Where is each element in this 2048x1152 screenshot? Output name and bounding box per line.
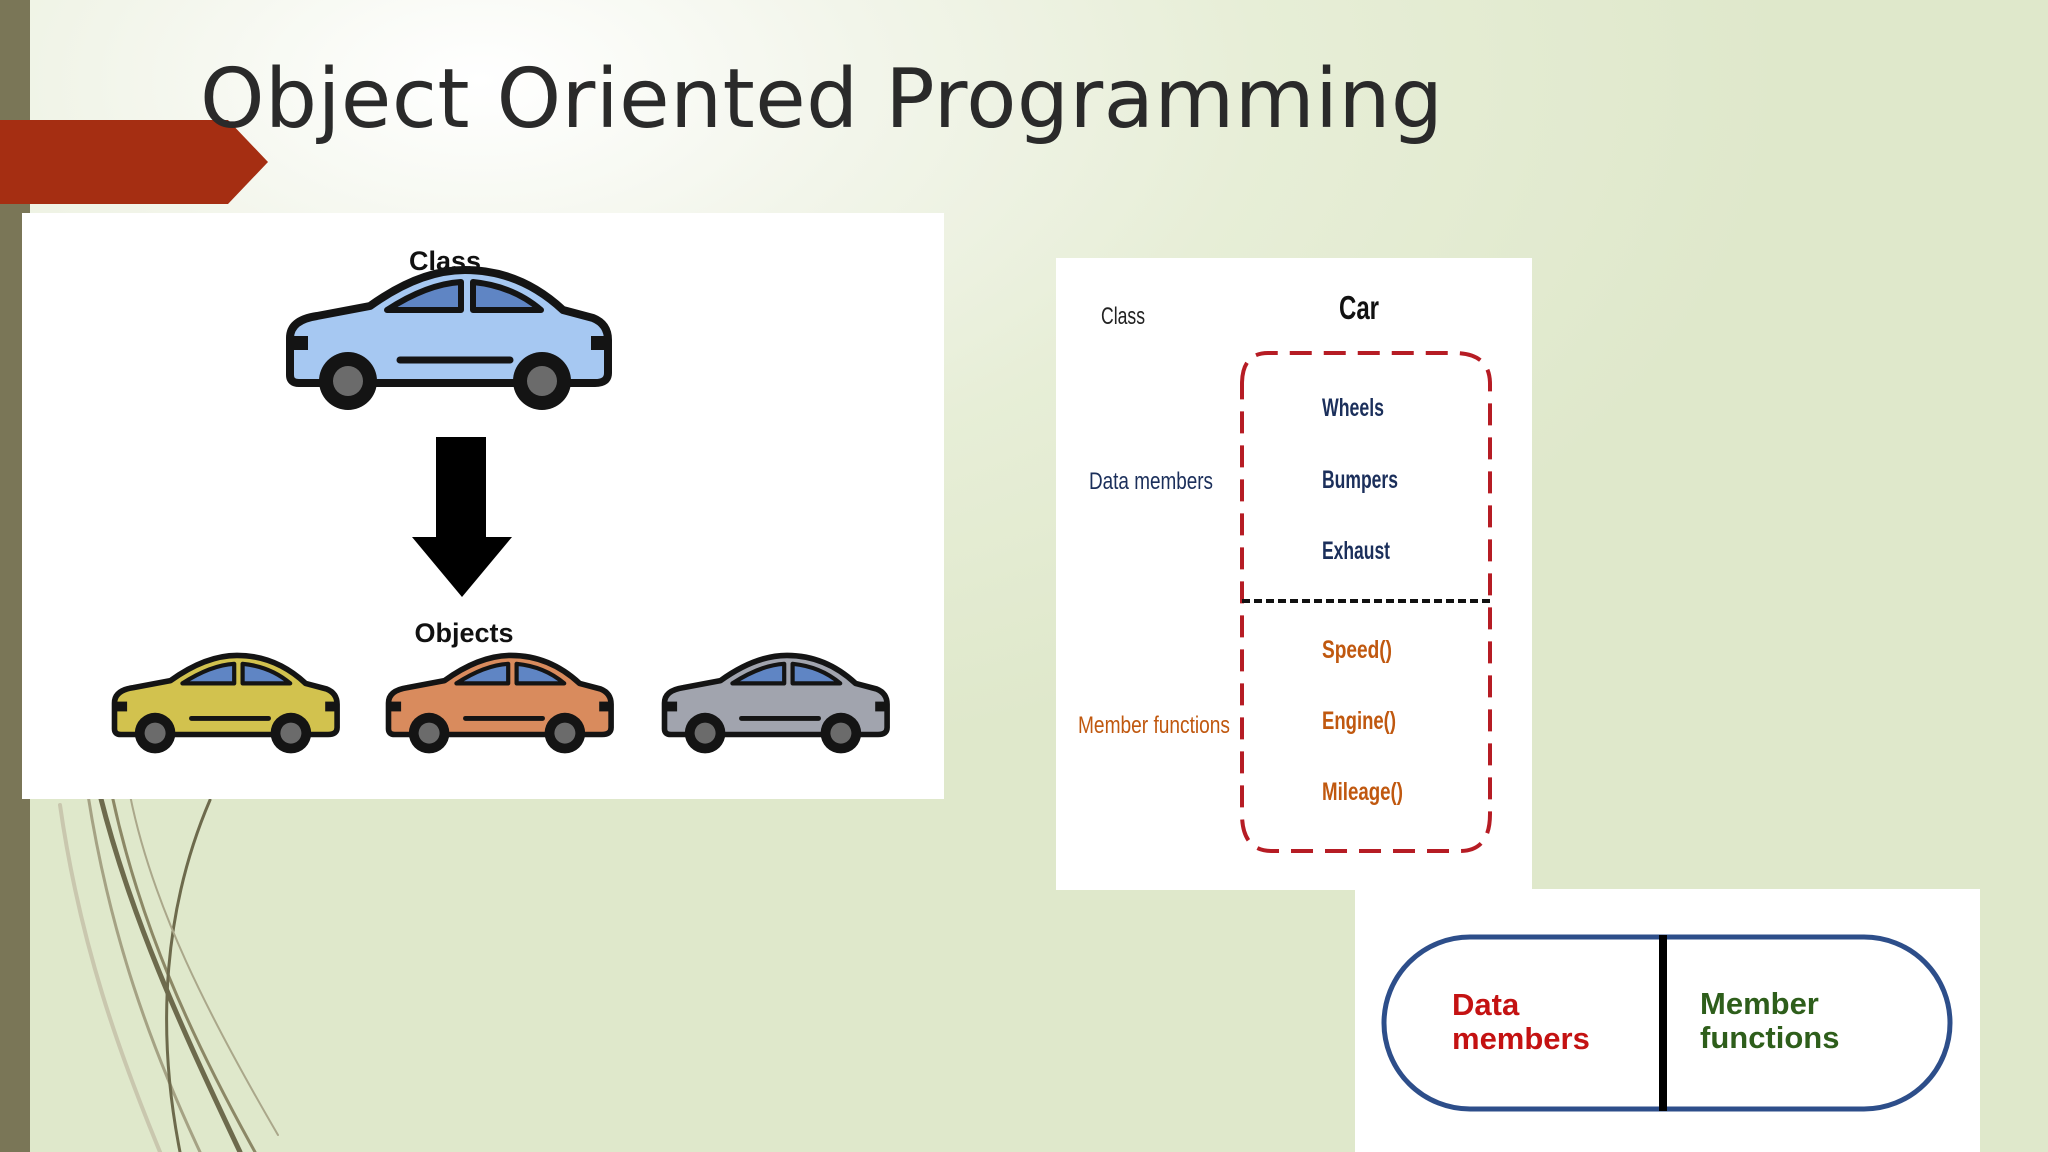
capsule-data-label: members (1452, 1021, 1590, 1056)
capsule-functions-label: functions (1700, 1020, 1840, 1055)
data-member-item: Exhaust (1322, 537, 1390, 565)
member-function-item: Engine() (1322, 707, 1396, 735)
object-car-orange-icon (389, 655, 612, 753)
objects-label: Objects (414, 618, 513, 648)
member-function-item: Speed() (1322, 636, 1392, 664)
object-car-gray-icon (665, 655, 888, 753)
car-class-panel: Class Car Data members Member functions … (1056, 258, 1532, 890)
member-function-item: Mileage() (1322, 778, 1403, 806)
title-arrow-shape (0, 120, 268, 204)
data-member-item: Wheels (1322, 394, 1384, 422)
class-caption: Class (1101, 303, 1145, 330)
capsule-panel: Data members Member functions (1355, 889, 1980, 1152)
class-name: Car (1339, 289, 1379, 326)
data-members-caption: Data members (1089, 468, 1213, 495)
class-car-icon (290, 270, 608, 410)
class-objects-panel: Class Objects (22, 213, 944, 799)
capsule-data-label: Data (1452, 987, 1520, 1022)
slide-title: Object Oriented Programming (200, 52, 1444, 147)
capsule-functions-label: Member (1700, 986, 1819, 1021)
down-arrow-icon (412, 437, 512, 597)
decorative-grass (58, 795, 279, 1152)
member-functions-caption: Member functions (1078, 712, 1230, 739)
data-member-item: Bumpers (1322, 466, 1398, 494)
object-car-yellow-icon (115, 655, 338, 753)
class-boundary-dashed (1240, 351, 1492, 853)
